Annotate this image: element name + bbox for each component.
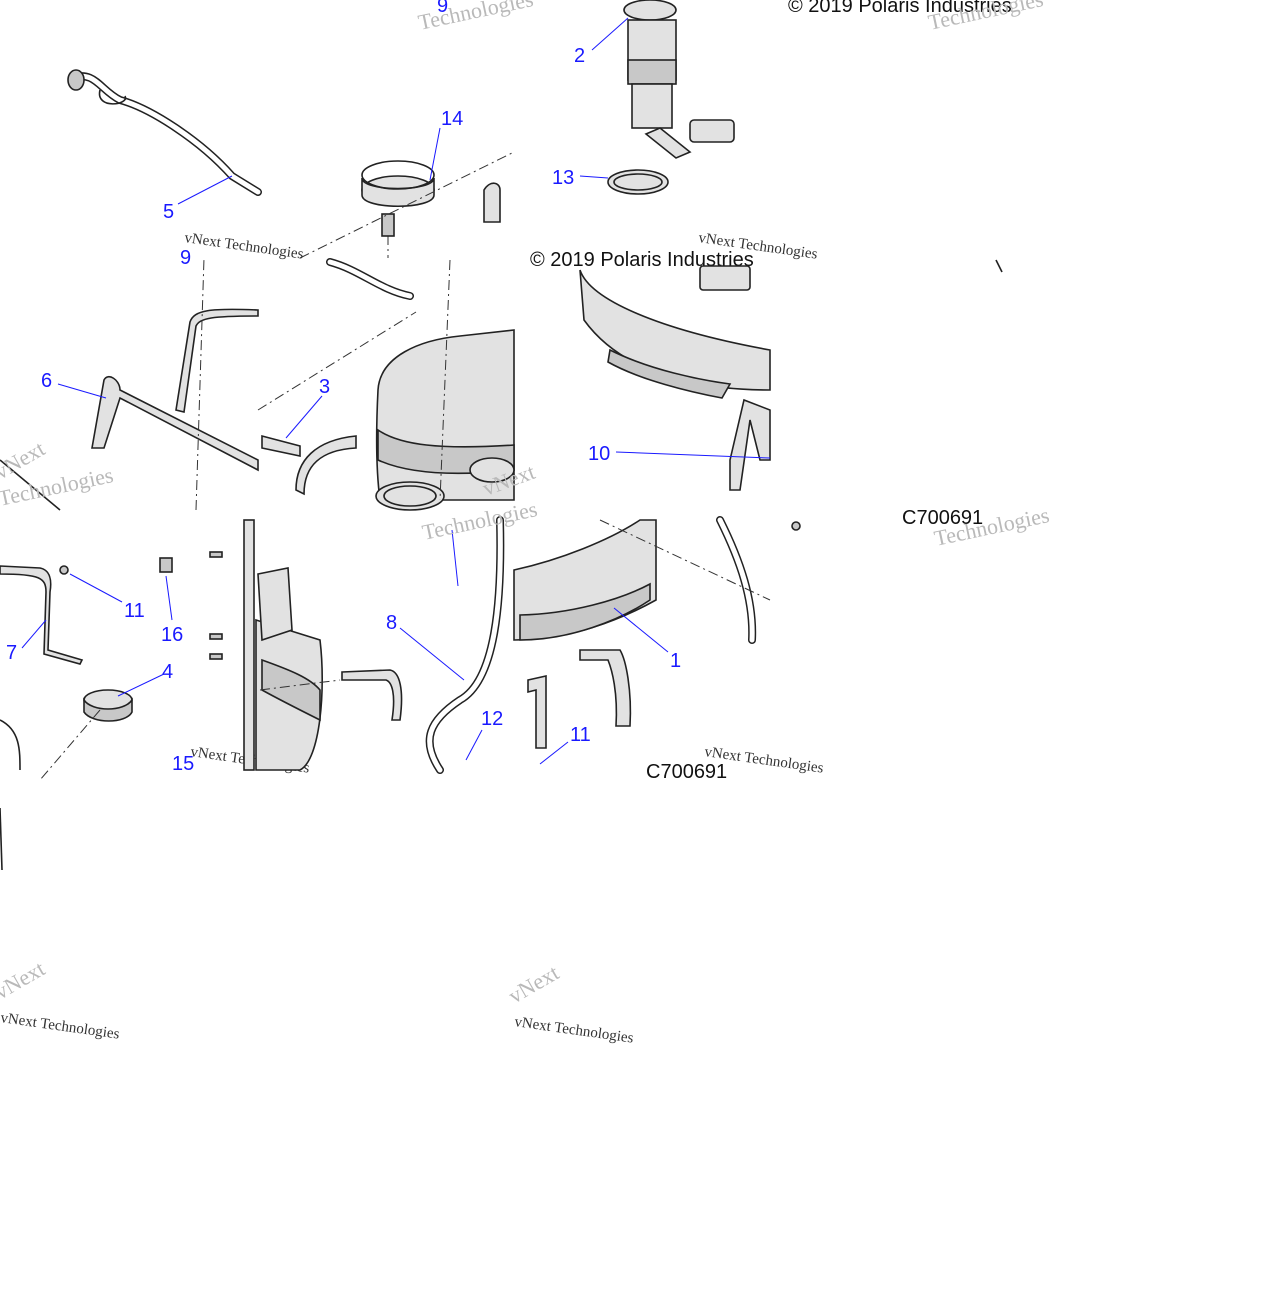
watermark-small-5: vNext Technologies	[0, 1010, 121, 1043]
leader-4	[117, 673, 165, 697]
callout-9-partial: 9	[180, 247, 191, 269]
centerline-3	[257, 311, 417, 411]
leader-13	[579, 175, 609, 179]
edge-remnant	[0, 807, 3, 871]
callout-13: 13	[552, 167, 574, 189]
fuel-tank-part	[326, 258, 515, 511]
lower-strap-part	[0, 565, 84, 771]
fitting-part	[159, 557, 173, 573]
screw-set-part	[209, 551, 223, 660]
watermark-text-9: vNext	[504, 960, 563, 1009]
fastener-part	[995, 259, 1003, 273]
bracket-part	[483, 182, 501, 223]
leader-12	[465, 729, 483, 761]
strap-bottom-part	[579, 649, 632, 727]
leader-16	[165, 575, 173, 621]
callout-11-b: 11	[570, 724, 591, 746]
bracket-bottom-part	[527, 675, 547, 749]
centerline-2	[195, 257, 205, 511]
leader-1	[613, 607, 669, 653]
tank-lower-part	[243, 519, 324, 771]
callout-10: 10	[588, 443, 610, 465]
tank-end-part	[579, 265, 771, 399]
callout-6: 6	[41, 370, 52, 392]
bolt-part	[59, 565, 69, 575]
callout-11: 11	[124, 600, 145, 622]
callout-15: 15	[172, 753, 194, 775]
pump-seal-inner	[613, 173, 663, 191]
leader-6	[57, 383, 107, 399]
tank-strap-part	[91, 308, 259, 472]
copyright-mid: © 2019 Polaris Industries	[530, 249, 754, 271]
bolt-part-2	[791, 521, 801, 531]
callout-5: 5	[163, 201, 174, 223]
strap-edge	[0, 459, 61, 511]
centerline-4	[439, 259, 451, 501]
vent-line-part	[717, 517, 755, 643]
lock-ring-part	[361, 160, 435, 258]
shield-lower-part	[341, 669, 403, 721]
figure-code-b: C700691	[646, 761, 727, 783]
callout-3: 3	[319, 376, 330, 398]
copyright-top: © 2019 Polaris Industries	[788, 0, 1012, 17]
leader-2	[591, 17, 629, 51]
leader-3	[285, 395, 323, 439]
fuel-pump-part	[623, 0, 735, 159]
vent-tube-part	[67, 69, 262, 196]
watermark-small-6: vNext Technologies	[513, 1014, 634, 1047]
fuel-cap-part	[83, 689, 133, 722]
watermark-small: vNext Technologies	[183, 230, 304, 263]
callout-2: 2	[574, 45, 585, 67]
leader-14	[429, 127, 441, 181]
callout-9: 9	[437, 0, 448, 17]
leader-7	[21, 619, 47, 649]
callout-16: 16	[161, 624, 183, 646]
tank-bottom-part	[513, 519, 657, 641]
leader-11	[69, 573, 123, 603]
leader-5	[177, 175, 233, 205]
shield-pad-part	[261, 434, 301, 457]
fuel-tube-part	[427, 517, 503, 773]
leader-11-b	[539, 741, 569, 765]
callout-8: 8	[386, 612, 397, 634]
centerline-5	[39, 709, 101, 781]
callout-7: 7	[6, 642, 17, 664]
leader-10-lower	[451, 529, 459, 587]
watermark-text: Technologies	[416, 0, 536, 35]
callout-1: 1	[670, 650, 681, 672]
watermark-text-8: vNext	[0, 956, 49, 1005]
callout-4: 4	[162, 661, 173, 683]
centerline-6	[259, 679, 341, 691]
leader-10	[615, 451, 771, 459]
leader-8	[399, 627, 465, 681]
mount-bracket-part	[729, 398, 771, 491]
callout-14: 14	[441, 108, 463, 130]
figure-code-a: C700691	[902, 507, 983, 529]
callout-12: 12	[481, 708, 503, 730]
heat-shield-part	[295, 435, 357, 496]
